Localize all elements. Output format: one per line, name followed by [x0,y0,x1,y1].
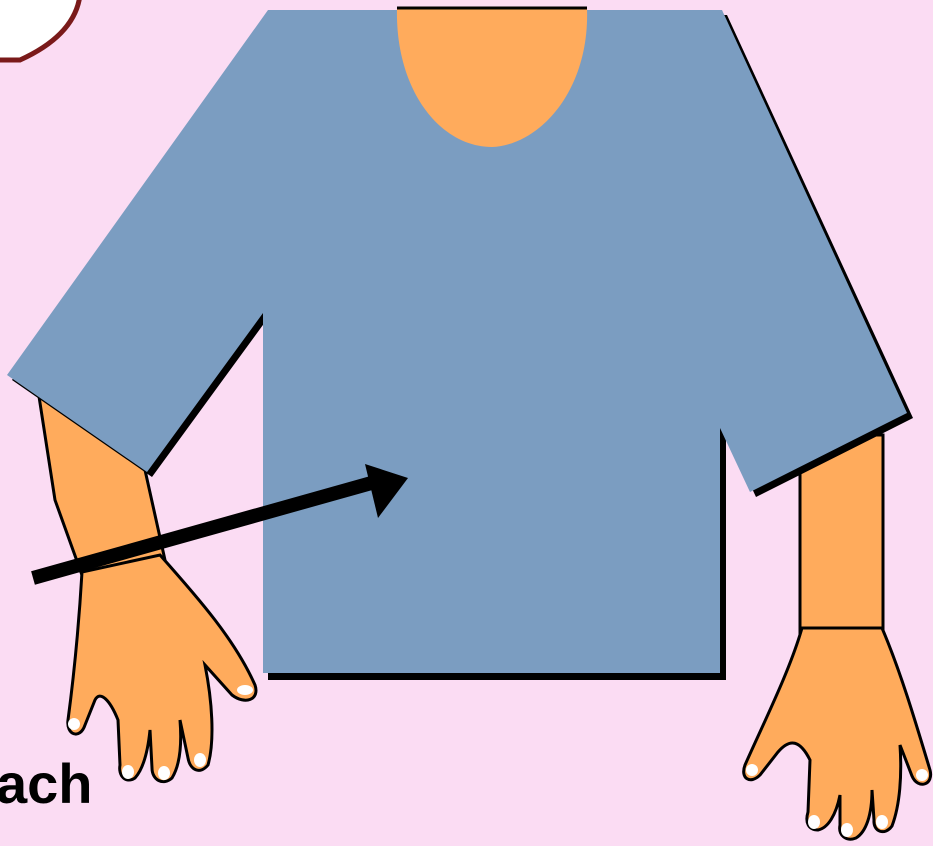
speech-bubble-edge [0,0,80,60]
right-hand-icon [744,628,931,839]
left-hand-icon [68,555,256,782]
caption-text: ach [0,756,93,812]
